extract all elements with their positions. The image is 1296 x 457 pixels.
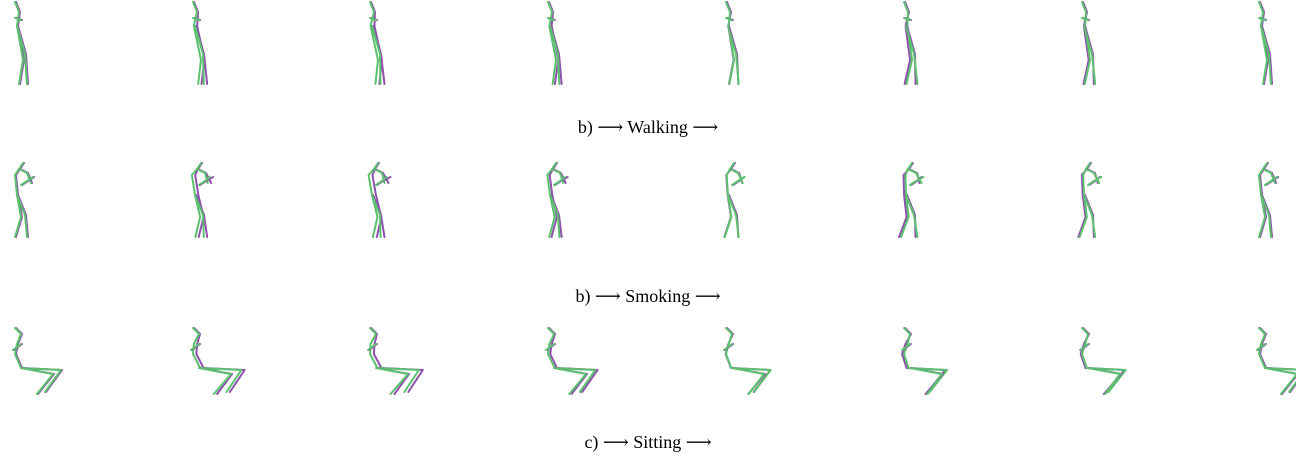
skeleton-frame-walking-1 — [14, 1, 29, 85]
skeleton-frame-walking-7 — [1081, 1, 1097, 85]
skeleton-frame-sitting-6 — [901, 327, 949, 395]
prediction-limb — [370, 327, 424, 393]
skeleton-frame-smoking-7 — [1077, 162, 1103, 238]
ground-truth-limb — [553, 367, 587, 395]
ground-truth-limb — [194, 25, 205, 85]
prediction-limb — [193, 327, 246, 393]
skeleton-frame-smoking-2 — [190, 162, 215, 238]
ground-truth-limb — [903, 327, 949, 393]
ground-truth-limb — [14, 327, 62, 393]
ground-truth-limb — [1081, 327, 1127, 393]
ground-truth-limb — [194, 194, 205, 238]
ground-truth-limb — [1079, 343, 1089, 351]
ground-truth-limb — [1081, 17, 1089, 21]
ground-truth-limb — [16, 194, 28, 238]
skeleton-frame-walking-4 — [547, 1, 563, 85]
ground-truth-limb — [725, 17, 733, 21]
skeleton-frame-smoking-6 — [898, 162, 925, 238]
skeleton-frame-sitting-2 — [190, 327, 246, 395]
skeleton-frame-smoking-8 — [1257, 162, 1280, 238]
skeleton-frame-sitting-4 — [545, 327, 599, 395]
ground-truth-limb — [1258, 327, 1296, 393]
skeleton-frame-sitting-5 — [723, 327, 772, 395]
ground-truth-limb — [14, 17, 22, 21]
skeleton-frame-smoking-5 — [723, 162, 746, 238]
prediction-limb — [15, 327, 63, 393]
ground-truth-limb — [192, 327, 243, 393]
ground-truth-limb — [1078, 162, 1091, 238]
ground-truth-limb — [190, 343, 200, 351]
ground-truth-limb — [1256, 343, 1266, 351]
skeleton-frame-smoking-4 — [546, 162, 569, 238]
ground-truth-limb — [367, 162, 379, 238]
ground-truth-limb — [553, 176, 567, 186]
ground-truth-limb — [367, 343, 377, 351]
ground-truth-limb — [549, 194, 561, 238]
caption-walking: b) ⟶ Walking ⟶ — [577, 117, 719, 137]
skeleton-frame-walking-5 — [725, 1, 740, 85]
skeleton-frame-walking-8 — [1258, 1, 1274, 85]
skeleton-frame-smoking-1 — [14, 162, 35, 238]
ground-truth-limb — [1083, 25, 1097, 85]
ground-truth-limb — [16, 25, 28, 85]
ground-truth-limb — [20, 367, 54, 395]
ground-truth-limb — [369, 327, 420, 393]
ground-truth-limb — [192, 17, 200, 21]
ground-truth-limb — [1087, 176, 1103, 186]
skeleton-frame-sitting-8 — [1256, 327, 1296, 395]
ground-truth-limb — [731, 176, 746, 186]
ground-truth-limb — [725, 327, 772, 393]
skeleton-frame-sitting-1 — [12, 327, 63, 395]
prediction-limb — [548, 327, 599, 393]
ground-truth-limb — [905, 194, 919, 238]
prediction-limb — [724, 327, 772, 393]
ground-truth-limb — [909, 367, 943, 395]
ground-truth-limb — [369, 17, 377, 21]
ground-truth-limb — [1087, 367, 1121, 395]
ground-truth-limb — [198, 176, 211, 186]
ground-truth-limb — [727, 194, 740, 238]
ground-truth-limb — [190, 162, 202, 238]
ground-truth-limb — [723, 343, 733, 351]
ground-truth-limb — [731, 367, 765, 395]
ground-truth-limb — [369, 1, 379, 85]
ground-truth-limb — [723, 162, 735, 238]
caption-sitting: c) ⟶ Sitting ⟶ — [584, 432, 712, 452]
ground-truth-limb — [12, 343, 22, 351]
skeleton-frame-smoking-3 — [367, 162, 392, 238]
ground-truth-limb — [375, 367, 409, 395]
ground-truth-limb — [375, 176, 388, 186]
ground-truth-limb — [371, 194, 382, 238]
ground-truth-limb — [546, 162, 557, 238]
ground-truth-limb — [1083, 194, 1097, 238]
ground-truth-limb — [547, 327, 597, 393]
ground-truth-limb — [371, 25, 382, 85]
ground-truth-limb — [192, 1, 202, 85]
ground-truth-limb — [903, 17, 911, 21]
ground-truth-limb — [1264, 176, 1278, 186]
skeleton-frame-walking-3 — [369, 1, 386, 85]
ground-truth-limb — [1260, 194, 1272, 238]
ground-truth-limb — [1258, 17, 1266, 21]
ground-truth-limb — [1264, 367, 1296, 395]
ground-truth-limb — [909, 176, 925, 186]
skeleton-frame-walking-2 — [192, 1, 209, 85]
ground-truth-limb — [545, 343, 555, 351]
skeleton-frame-sitting-3 — [367, 327, 424, 395]
ground-truth-limb — [1257, 162, 1268, 238]
skeleton-frame-walking-6 — [903, 1, 919, 85]
ground-truth-limb — [901, 343, 911, 351]
ground-truth-limb — [14, 162, 24, 238]
ground-truth-limb — [1260, 25, 1272, 85]
skeleton-frame-sitting-7 — [1079, 327, 1127, 395]
ground-truth-limb — [547, 17, 555, 21]
ground-truth-limb — [20, 176, 34, 186]
ground-truth-limb — [727, 25, 740, 85]
ground-truth-limb — [905, 25, 919, 85]
caption-smoking: b) ⟶ Smoking ⟶ — [575, 286, 721, 306]
ground-truth-limb — [900, 162, 913, 238]
ground-truth-limb — [198, 367, 232, 395]
ground-truth-limb — [549, 25, 561, 85]
